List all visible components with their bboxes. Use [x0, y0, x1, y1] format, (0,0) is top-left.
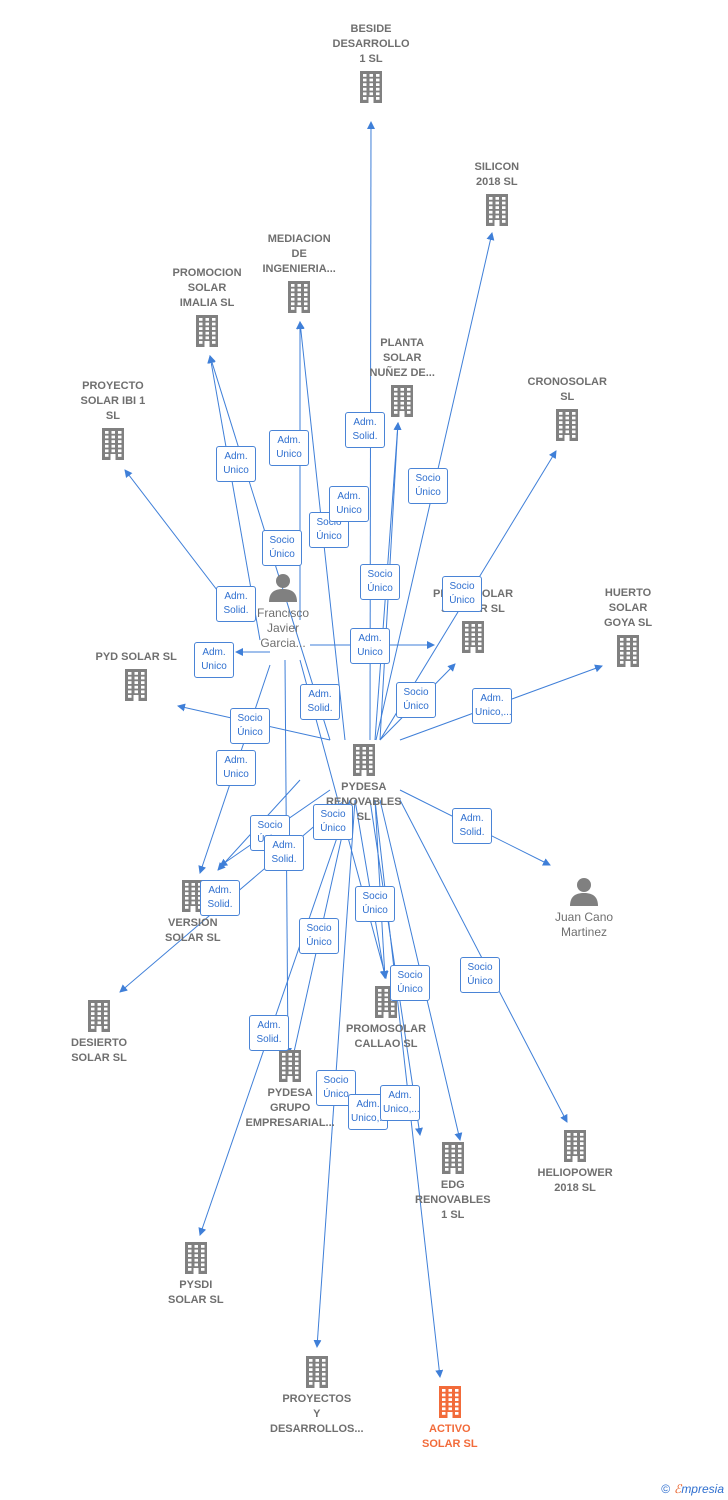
- node-pydesa-grupo[interactable]: PYDESA GRUPO EMPRESARIAL...: [246, 1050, 335, 1131]
- node-label: PYD SOLAR SL: [95, 651, 177, 663]
- node-label: PROMOSOLAR CALLAO SL: [346, 1023, 427, 1050]
- brand-rest: mpresia: [681, 1482, 724, 1496]
- edge-label-8[interactable]: Socio Único: [360, 564, 400, 600]
- node-label: PLANTA SOLAR NUÑEZ DE...: [369, 337, 435, 379]
- brand-initial: ℰ: [674, 1482, 682, 1496]
- node-edg-renovables[interactable]: EDG RENOVABLES 1 SL: [415, 1142, 491, 1223]
- edge-label-23[interactable]: Socio Único: [299, 918, 339, 954]
- node-label: CRONOSOLAR SL: [527, 376, 607, 403]
- building-icon: [288, 281, 311, 313]
- node-label: DESIERTO SOLAR SL: [71, 1037, 128, 1064]
- node-label: HELIOPOWER 2018 SL: [537, 1167, 613, 1194]
- building-icon: [305, 1356, 328, 1388]
- copyright-symbol: ©: [661, 1482, 671, 1496]
- node-pysdi-solar[interactable]: PYSDI SOLAR SL: [168, 1242, 224, 1308]
- empresia-logo: ℰmpresia: [674, 1482, 724, 1496]
- node-juan-cano[interactable]: Juan Cano Martinez: [555, 876, 613, 940]
- person-icon: [269, 574, 297, 602]
- node-cronosolar[interactable]: CRONOSOLAR SL: [528, 375, 607, 441]
- node-huerto-goya[interactable]: HUERTO SOLAR GOYA SL: [604, 586, 652, 667]
- edge-label-31[interactable]: Adm. Solid.: [264, 835, 304, 871]
- building-icon: [101, 428, 124, 460]
- edge-label-26[interactable]: Socio Único: [460, 957, 500, 993]
- building-icon: [184, 1242, 207, 1274]
- node-planta-nunez[interactable]: PLANTA SOLAR NUÑEZ DE...: [370, 336, 435, 417]
- node-label: PROYECTO SOLAR IBI 1 SL: [80, 380, 146, 422]
- edge-label-11[interactable]: Adm. Unico: [350, 628, 390, 664]
- node-label: BESIDE DESARROLLO 1 SL: [332, 23, 410, 65]
- node-label: HUERTO SOLAR GOYA SL: [604, 587, 653, 629]
- node-activo-solar[interactable]: ACTIVO SOLAR SL: [422, 1386, 478, 1452]
- edge-label-9[interactable]: Adm. Solid.: [345, 412, 385, 448]
- building-icon: [181, 880, 204, 912]
- building-icon: [617, 635, 640, 667]
- building-icon: [564, 1130, 587, 1162]
- node-label: EDG RENOVABLES 1 SL: [415, 1179, 491, 1221]
- node-label: PYSDI SOLAR SL: [168, 1279, 224, 1306]
- node-proyectos-desarrollos[interactable]: PROYECTOS Y DESARROLLOS...: [270, 1356, 364, 1437]
- node-label: PYDESA GRUPO EMPRESARIAL...: [245, 1087, 335, 1129]
- person-icon: [570, 878, 599, 906]
- edge-label-4[interactable]: Socio Único: [262, 530, 302, 566]
- edge-label-12[interactable]: Adm. Unico: [329, 486, 369, 522]
- node-beside[interactable]: BESIDE DESARROLLO 1 SL: [333, 22, 410, 103]
- building-icon: [88, 1000, 111, 1032]
- node-mediacion[interactable]: MEDIACION DE INGENIERIA...: [263, 232, 336, 313]
- node-pyd-solar[interactable]: PYD SOLAR SL: [96, 650, 177, 701]
- building-icon: [279, 1050, 302, 1082]
- building-icon: [125, 669, 148, 701]
- edge-label-27[interactable]: Adm. Solid.: [249, 1015, 289, 1051]
- node-label: PROYECTOS Y DESARROLLOS...: [270, 1393, 364, 1435]
- building-icon: [485, 194, 508, 226]
- node-label: MEDIACION DE INGENIERIA...: [262, 233, 336, 275]
- edge-label-16[interactable]: Socio Único: [230, 708, 270, 744]
- building-icon: [352, 744, 375, 776]
- edge-label-1[interactable]: Adm. Solid.: [216, 586, 256, 622]
- edge-label-22[interactable]: Socio Único: [313, 804, 353, 840]
- node-silicon[interactable]: SILICON 2018 SL: [474, 160, 520, 226]
- edge-label-15[interactable]: Adm. Unico,...: [472, 688, 512, 724]
- node-label: ACTIVO SOLAR SL: [422, 1423, 478, 1450]
- edge-label-25[interactable]: Socio Único: [390, 965, 430, 1001]
- edge-label-10[interactable]: Socio Único: [442, 576, 482, 612]
- edge-label-30[interactable]: Adm. Unico,...: [380, 1085, 420, 1121]
- node-label: Francisco Javier Garcia...: [257, 606, 310, 650]
- edge-label-17[interactable]: Adm. Unico: [216, 750, 256, 786]
- building-icon: [462, 621, 485, 653]
- node-desierto-solar[interactable]: DESIERTO SOLAR SL: [71, 1000, 127, 1066]
- building-icon: [360, 71, 382, 103]
- node-heliopower[interactable]: HELIOPOWER 2018 SL: [538, 1130, 613, 1196]
- edge-label-24[interactable]: Socio Único: [355, 886, 395, 922]
- building-icon: [391, 385, 414, 417]
- node-promocion-imalia[interactable]: PROMOCION SOLAR IMALIA SL: [173, 266, 242, 347]
- edge-label-2[interactable]: Adm. Unico: [194, 642, 234, 678]
- building-icon: [556, 409, 579, 441]
- edge-label-3[interactable]: Adm. Unico: [216, 446, 256, 482]
- node-label: VERSION SOLAR SL: [165, 917, 221, 944]
- node-francisco[interactable]: Francisco Javier Garcia...: [257, 572, 309, 651]
- node-version-solar[interactable]: VERSION SOLAR SL: [165, 880, 221, 946]
- node-proyecto-ibi[interactable]: PROYECTO SOLAR IBI 1 SL: [80, 379, 146, 460]
- building-icon: [438, 1386, 461, 1418]
- building-icon: [196, 315, 219, 347]
- edge-label-21[interactable]: Adm. Solid.: [200, 880, 240, 916]
- node-label: SILICON 2018 SL: [474, 161, 520, 188]
- edge-label-5[interactable]: Adm. Unico: [269, 430, 309, 466]
- edge-label-14[interactable]: Socio Único: [396, 682, 436, 718]
- edge-label-7[interactable]: Socio Único: [408, 468, 448, 504]
- footer-brand[interactable]: © ℰmpresia: [661, 1482, 724, 1496]
- edge-label-18[interactable]: Adm. Solid.: [452, 808, 492, 844]
- node-label: PROMOCION SOLAR IMALIA SL: [172, 267, 242, 309]
- edge-label-13[interactable]: Adm. Solid.: [300, 684, 340, 720]
- building-icon: [441, 1142, 464, 1174]
- node-label: Juan Cano Martinez: [555, 910, 614, 939]
